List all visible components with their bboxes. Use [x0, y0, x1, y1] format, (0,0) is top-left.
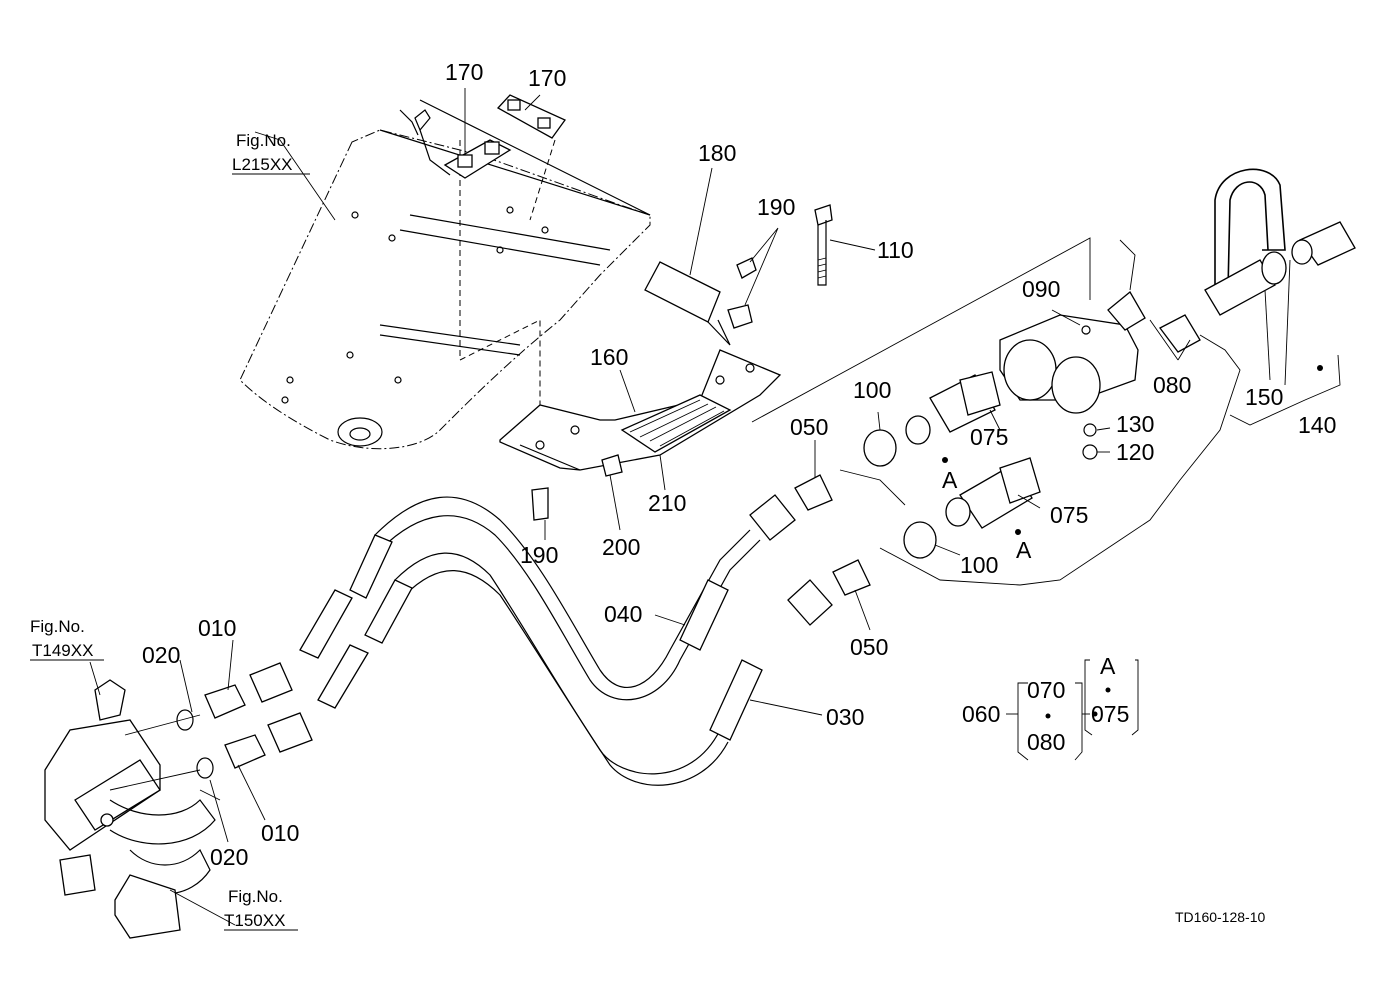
callout-050: 050	[790, 414, 828, 440]
kit-070: 070	[1027, 677, 1065, 703]
fig-ref-t150-line2: T150XX	[224, 911, 285, 930]
callout-040: 040	[604, 601, 642, 627]
coupler-holder	[751, 168, 1356, 586]
callout-130: 130	[1116, 411, 1154, 437]
kit-a: A	[1100, 653, 1116, 679]
callout-170: 170	[528, 65, 566, 91]
callout-010: 010	[198, 615, 236, 641]
callout-050: 050	[850, 634, 888, 660]
reference-dot	[1015, 529, 1021, 535]
fig-ref-t149-line1: Fig.No.	[30, 617, 85, 636]
callout-010: 010	[261, 820, 299, 846]
callout-030: 030	[826, 704, 864, 730]
kit-075: 075	[1091, 701, 1129, 727]
fig-ref-t150-line1: Fig.No.	[228, 887, 283, 906]
callout-a: A	[1016, 537, 1032, 563]
kit-060: 060	[962, 701, 1000, 727]
callout-200: 200	[602, 534, 640, 560]
kit-bracket	[1006, 659, 1139, 761]
bracket-assembly	[499, 204, 833, 521]
callout-020: 020	[210, 844, 248, 870]
callout-120: 120	[1116, 439, 1154, 465]
fig-ref-t149-line2: T149XX	[32, 641, 93, 660]
callout-a: A	[942, 467, 958, 493]
frame-plate	[239, 94, 651, 450]
callout-080: 080	[1153, 372, 1191, 398]
fig-ref-l215-line2: L215XX	[232, 155, 293, 174]
callout-100: 100	[853, 377, 891, 403]
callout-210: 210	[648, 490, 686, 516]
reference-dot	[1092, 711, 1098, 717]
kit-080: 080	[1027, 729, 1065, 755]
hoses	[299, 474, 871, 786]
callout-075: 075	[1050, 502, 1088, 528]
callout-190: 190	[757, 194, 795, 220]
reference-dot	[942, 457, 948, 463]
control-valve	[44, 662, 313, 939]
callout-110: 110	[877, 237, 914, 263]
callout-180: 180	[698, 140, 736, 166]
callout-150: 150	[1245, 384, 1283, 410]
callout-020: 020	[142, 642, 180, 668]
leader-lines	[89, 88, 1271, 843]
callout-100: 100	[960, 552, 998, 578]
callout-140: 140	[1298, 412, 1336, 438]
reference-dot	[1317, 365, 1323, 371]
callout-075: 075	[970, 424, 1008, 450]
callout-160: 160	[590, 344, 628, 370]
drawing-number: TD160-128-10	[1175, 909, 1265, 925]
callout-190: 190	[520, 542, 558, 568]
callout-090: 090	[1022, 276, 1060, 302]
fig-ref-l215-line1: Fig.No.	[236, 131, 291, 150]
callout-170: 170	[445, 59, 483, 85]
